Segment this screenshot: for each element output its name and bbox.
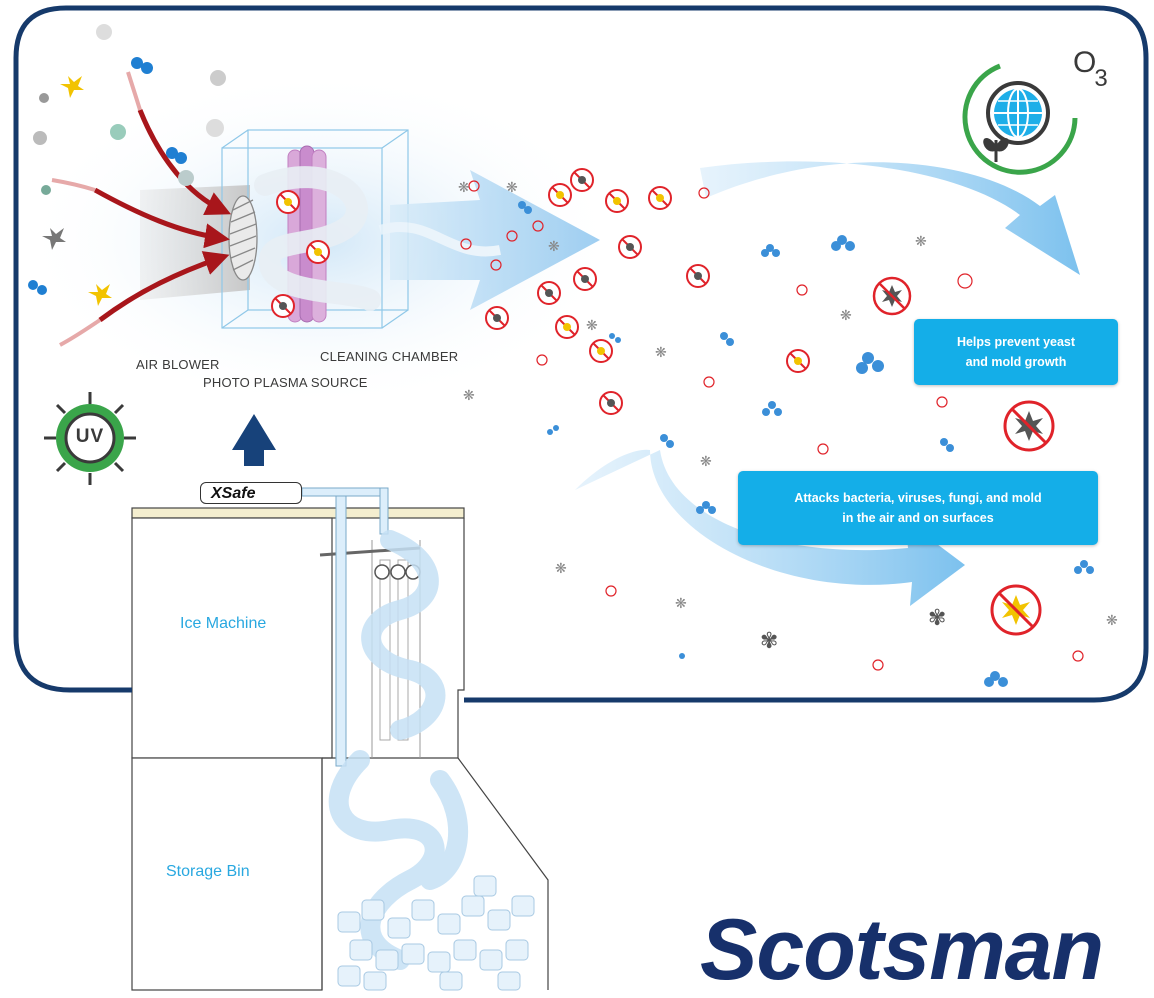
- upper-arc-arrow: [700, 161, 1080, 275]
- svg-text:❋: ❋: [548, 239, 560, 255]
- svg-text:❋: ❋: [655, 345, 667, 361]
- svg-text:✾: ✾: [928, 606, 946, 631]
- svg-text:❋: ❋: [915, 234, 927, 250]
- svg-text:❋: ❋: [506, 180, 518, 196]
- air-blower-label: AIR BLOWER: [136, 357, 220, 372]
- svg-text:❋: ❋: [463, 388, 475, 404]
- attacks-callout: Attacks bacteria, viruses, fungi, and mo…: [738, 471, 1098, 545]
- xsafe-air-duct: [301, 487, 389, 767]
- svg-text:❋: ❋: [458, 180, 470, 196]
- svg-text:❋: ❋: [555, 561, 567, 577]
- storage-bin-label: Storage Bin: [166, 863, 250, 880]
- svg-text:❋: ❋: [586, 318, 598, 334]
- svg-text:❋: ❋: [840, 308, 852, 324]
- xsafe-name: XSafe: [211, 485, 256, 502]
- red-intake-arrows: [93, 109, 232, 323]
- callout-line: in the air and on surfaces: [842, 511, 994, 525]
- no-germ-icon: [872, 276, 912, 316]
- outflow-arrows: [378, 170, 600, 310]
- cleaning-chamber-label: CLEANING CHAMBER: [320, 349, 459, 364]
- uv-badge-icon: [44, 392, 136, 485]
- dispersed-particles: ❋ ❋ ❋ ❋ ❋ ❋ ❋ ❋ ❋ ❋ ❋ ❋ ✾ ✾: [458, 180, 1118, 687]
- yeast-mold-callout: Helps prevent yeast and mold growth: [914, 319, 1118, 385]
- ozone-label: O3: [1073, 46, 1108, 93]
- intake-arrow-tails: [51, 71, 142, 347]
- no-germ-icon: [1003, 400, 1055, 452]
- photo-plasma-source-label: PHOTO PLASMA SOURCE: [203, 375, 368, 390]
- up-arrow-icon: [232, 414, 276, 466]
- svg-text:❋: ❋: [700, 454, 712, 470]
- content-frame: [13, 5, 1149, 703]
- xsafe-product-label: XSafe: [200, 482, 302, 504]
- svg-text:❋: ❋: [675, 596, 687, 612]
- svg-text:❋: ❋: [1106, 613, 1118, 629]
- uv-badge-label: UV: [75, 426, 105, 447]
- lower-arc-arrow: [575, 449, 965, 606]
- no-mold-icon: [990, 584, 1042, 636]
- ice-machine-label: Ice Machine: [180, 615, 267, 632]
- callout-line: Attacks bacteria, viruses, fungi, and mo…: [794, 491, 1042, 505]
- intake-particles: [28, 24, 226, 306]
- ozone-o: O: [1073, 46, 1097, 79]
- svg-text:✾: ✾: [760, 629, 778, 654]
- callout-line: Helps prevent yeast: [956, 335, 1076, 349]
- ozone-globe-icon: [962, 63, 1078, 175]
- brand-logo: Scotsman: [700, 902, 1104, 998]
- air-blower-grille: [228, 195, 258, 281]
- ice-cubes: [337, 875, 535, 991]
- machine-airflow-swirls: [328, 530, 469, 970]
- neutralized-germs: [485, 168, 810, 415]
- ozone-subscript: 3: [1094, 65, 1108, 92]
- callout-line: and mold growth: [965, 355, 1067, 369]
- chamber-swirl: [254, 166, 381, 311]
